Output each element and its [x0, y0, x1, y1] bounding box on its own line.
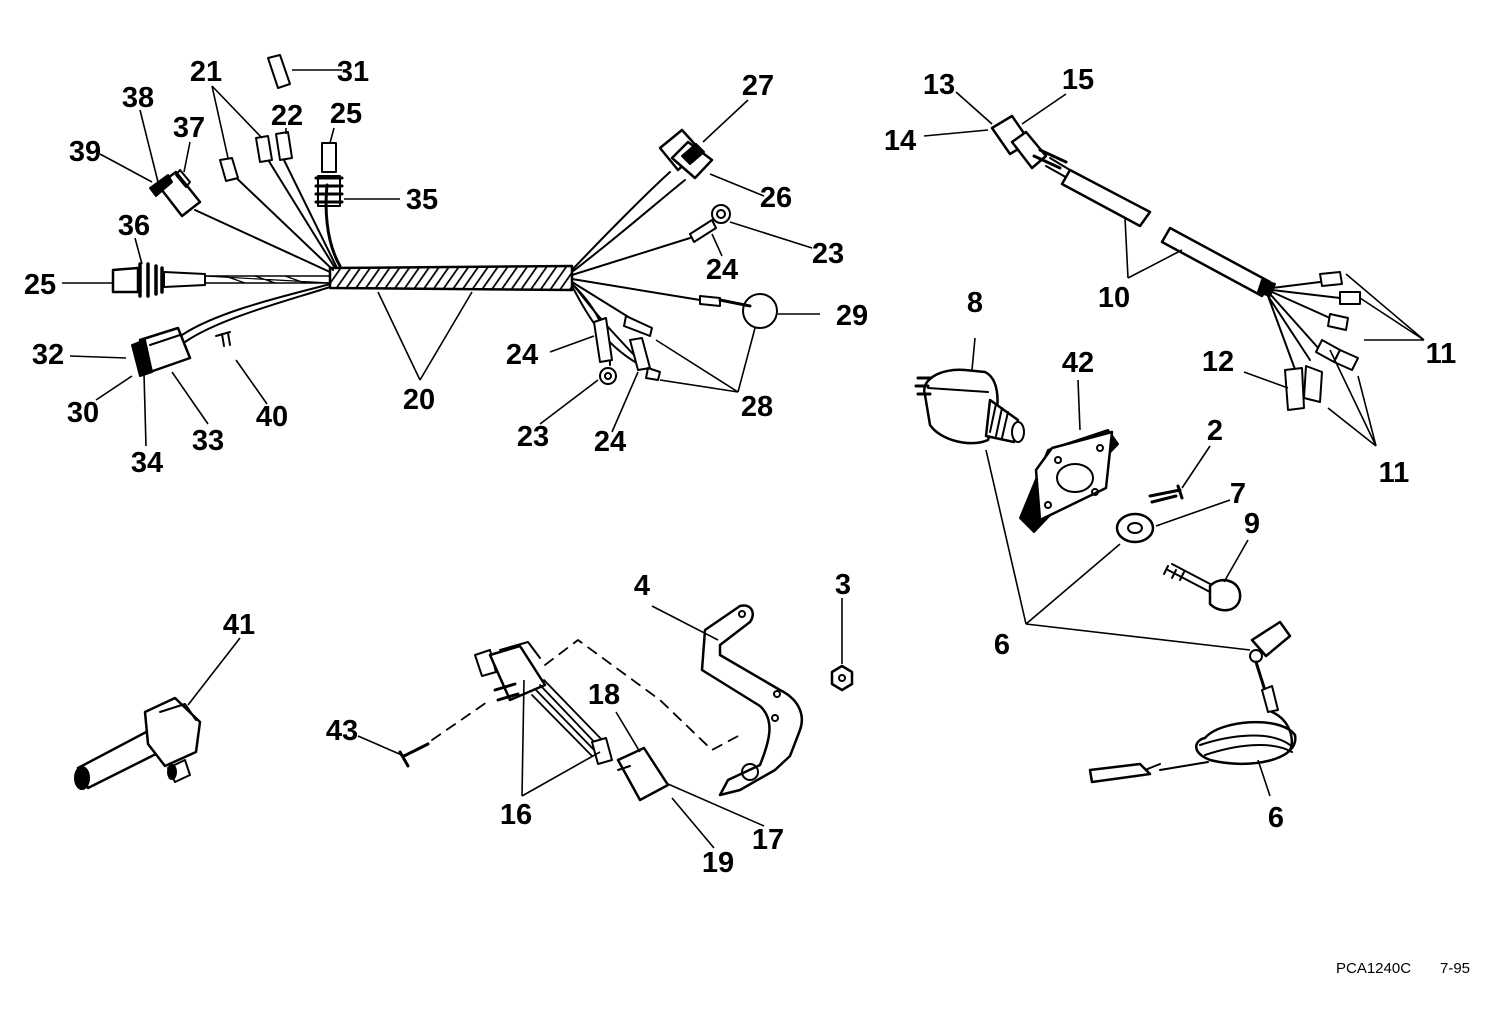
leader-lines	[62, 69, 1425, 849]
callout-19: 19	[702, 847, 734, 879]
key-9	[1163, 563, 1242, 612]
callout-6-bottom: 6	[1268, 802, 1284, 834]
callout-42: 42	[1062, 347, 1094, 379]
callout-43: 43	[326, 715, 358, 747]
callout-3: 3	[835, 569, 851, 601]
callout-13: 13	[923, 69, 955, 101]
sleeve-31	[267, 54, 291, 89]
callout-24-bottom: 24	[594, 426, 626, 458]
callout-34: 34	[131, 447, 163, 479]
main-harness	[111, 54, 778, 385]
callout-22: 22	[271, 100, 303, 132]
screw-43	[398, 742, 430, 768]
callout-24-mid: 24	[506, 339, 538, 371]
callout-9: 9	[1244, 508, 1260, 540]
callout-26: 26	[760, 182, 792, 214]
ignition-switch-8	[914, 368, 1025, 445]
stop-switch-assembly	[474, 641, 670, 802]
callout-20: 20	[403, 384, 435, 416]
drawing-code: PCA1240C	[1336, 960, 1412, 977]
callout-21: 21	[190, 56, 222, 88]
callout-32: 32	[32, 339, 64, 371]
callout-39: 39	[69, 136, 101, 168]
callout-36: 36	[118, 210, 150, 242]
callout-labels: 21 31 38 37 22 25 39 35 36 25 32 30 40 2…	[24, 56, 1456, 879]
callout-18: 18	[588, 679, 620, 711]
mounting-plate-42	[1019, 429, 1119, 533]
harness-trunk	[328, 264, 574, 292]
callout-8: 8	[967, 287, 983, 319]
callout-24-top: 24	[706, 254, 738, 286]
callout-10: 10	[1098, 282, 1130, 314]
connector-37-38-39	[149, 169, 202, 218]
lanyard-6	[1088, 620, 1297, 784]
callout-11-top: 11	[1426, 338, 1457, 370]
drawing-date: 7-95	[1440, 960, 1471, 977]
callout-30: 30	[67, 397, 99, 429]
callout-37: 37	[173, 112, 205, 144]
callout-12: 12	[1202, 346, 1234, 378]
callout-11-bottom: 11	[1379, 457, 1410, 489]
dashed-assembly-line	[431, 639, 741, 751]
screw-40	[215, 331, 231, 347]
callout-14: 14	[884, 125, 916, 157]
callout-25-left: 25	[24, 269, 56, 301]
lower-harness-terminals	[593, 315, 661, 385]
terminal-21	[219, 135, 273, 182]
callout-35: 35	[406, 184, 438, 216]
callout-23-top: 23	[812, 238, 844, 270]
callout-29: 29	[836, 300, 868, 332]
callout-28: 28	[741, 391, 773, 423]
callout-40: 40	[256, 401, 288, 433]
bullet-terminals-11	[1284, 271, 1361, 411]
harness-extension	[990, 114, 1361, 411]
callout-16: 16	[500, 799, 532, 831]
callout-33: 33	[192, 425, 224, 457]
callout-15: 15	[1062, 64, 1094, 96]
connector-25-top	[314, 142, 344, 207]
nut-3	[830, 664, 854, 692]
nut-7	[1115, 512, 1155, 544]
terminal-29	[699, 293, 778, 329]
callout-25-top: 25	[330, 98, 362, 130]
callout-17: 17	[752, 824, 784, 856]
callout-23-bottom: 23	[517, 421, 549, 453]
ring-terminal-23-top	[689, 204, 731, 243]
callout-4: 4	[634, 570, 650, 602]
callout-41: 41	[223, 609, 255, 641]
callout-38: 38	[122, 82, 154, 114]
switch-41	[74, 696, 202, 790]
connector-25-left	[111, 262, 206, 298]
bracket-4	[700, 604, 804, 797]
screw-2	[1148, 484, 1184, 504]
terminal-22	[275, 131, 293, 161]
connector-26-27	[658, 128, 714, 180]
callout-2: 2	[1207, 415, 1223, 447]
callout-31: 31	[337, 56, 369, 88]
callout-7: 7	[1230, 478, 1246, 510]
callout-6-top: 6	[994, 629, 1010, 661]
connector-30-32-33-34	[131, 326, 192, 377]
callout-27: 27	[742, 70, 774, 102]
